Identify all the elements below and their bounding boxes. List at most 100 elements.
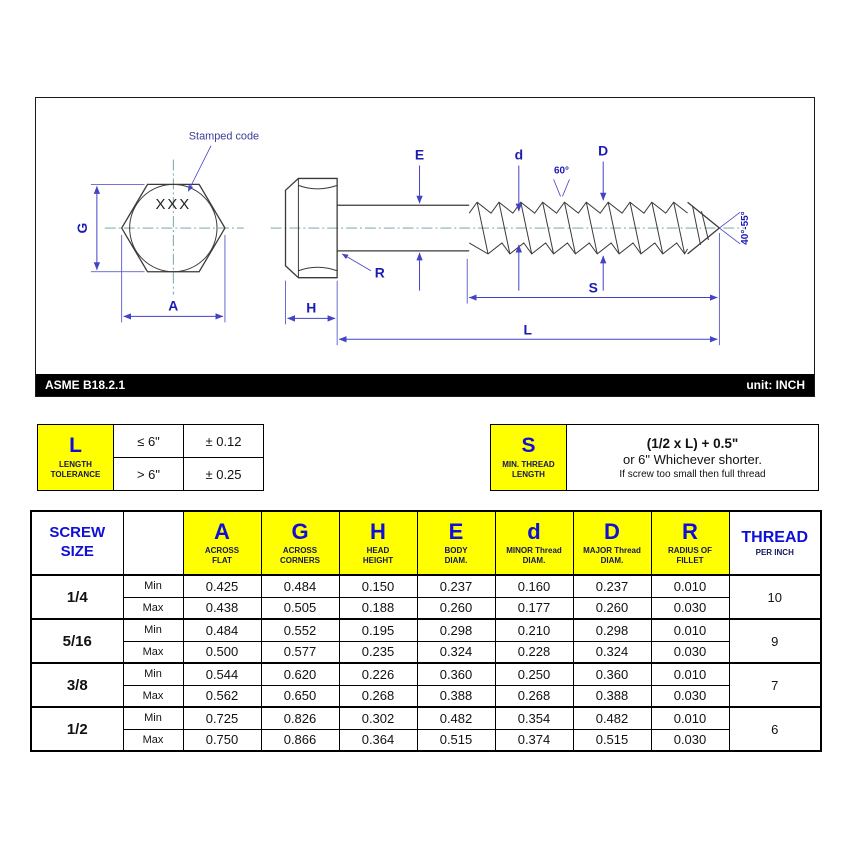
screw-size-cell: 5/16 <box>30 618 124 664</box>
dim-label-h: H <box>306 299 316 315</box>
value-cell: 0.482 <box>572 706 652 730</box>
value-cell: 0.260 <box>416 596 496 620</box>
value-cell: 0.237 <box>572 574 652 598</box>
col-header-minmax <box>122 510 184 576</box>
value-cell: 0.515 <box>572 728 652 752</box>
value-cell: 0.500 <box>182 640 262 664</box>
value-cell: 0.484 <box>260 574 340 598</box>
dim-label-s: S <box>589 280 598 296</box>
thread-angle-label: 60° <box>554 165 569 176</box>
table-row: Max 0.562 0.650 0.268 0.388 0.268 0.388 … <box>31 684 821 708</box>
value-cell: 0.188 <box>338 596 418 620</box>
threads-per-inch-cell: 9 <box>728 618 822 664</box>
value-cell: 0.030 <box>650 640 730 664</box>
r-leader <box>341 253 372 272</box>
min-thread-formula: (1/2 x L) + 0.5" <box>646 435 739 451</box>
value-cell: 0.484 <box>182 618 262 642</box>
point-top <box>687 201 720 229</box>
symbol-s: S <box>521 434 536 457</box>
value-cell: 0.364 <box>338 728 418 752</box>
hex-inscribed-circle <box>129 183 218 273</box>
value-cell: 0.030 <box>650 728 730 752</box>
value-cell: 0.250 <box>494 662 574 686</box>
value-cell: 0.160 <box>494 574 574 598</box>
value-cell: 0.150 <box>338 574 418 598</box>
technical-drawing-panel: XXX Stamped code G A <box>35 97 815 397</box>
tolerance-label-1: LENGTH <box>59 460 92 469</box>
dim-label-a: A <box>168 297 178 313</box>
value-cell: 0.010 <box>650 706 730 730</box>
head-chamfer-top <box>298 184 338 190</box>
min-thread-rule-cell: (1/2 x L) + 0.5" or 6" Whichever shorter… <box>566 424 819 491</box>
value-cell: 0.388 <box>572 684 652 708</box>
value-cell: 0.302 <box>338 706 418 730</box>
value-cell: 0.620 <box>260 662 340 686</box>
tolerance-condition: > 6" <box>113 457 184 491</box>
symbol-l: L <box>69 434 82 457</box>
head-chamfer-bottom <box>298 266 338 272</box>
standard-number: ASME B18.2.1 <box>45 378 126 392</box>
max-label: Max <box>122 640 184 664</box>
dim-label-g: G <box>74 223 90 234</box>
dim-label-d-major: D <box>598 143 608 159</box>
value-cell: 0.425 <box>182 574 262 598</box>
max-label: Max <box>122 728 184 752</box>
value-cell: 0.260 <box>572 596 652 620</box>
value-cell: 0.374 <box>494 728 574 752</box>
point-angle-label: 40°-55° <box>740 211 751 244</box>
table-row: 5/16 Min 0.484 0.552 0.195 0.298 0.210 0… <box>30 618 822 664</box>
threads-per-inch-cell: 6 <box>728 706 822 752</box>
value-cell: 0.544 <box>182 662 262 686</box>
screw-size-cell: 1/4 <box>30 574 124 620</box>
stamped-code-text: XXX <box>155 197 191 213</box>
point-thread-1 <box>692 206 701 246</box>
value-cell: 0.562 <box>182 684 262 708</box>
point-bottom <box>687 227 720 255</box>
value-cell: 0.826 <box>260 706 340 730</box>
table-row: Max 0.438 0.505 0.188 0.260 0.177 0.260 … <box>31 596 821 620</box>
value-cell: 0.235 <box>338 640 418 664</box>
table-row: Max 0.750 0.866 0.364 0.515 0.374 0.515 … <box>31 728 821 752</box>
value-cell: 0.226 <box>338 662 418 686</box>
dim-label-e: E <box>415 147 424 163</box>
value-cell: 0.177 <box>494 596 574 620</box>
max-label: Max <box>122 684 184 708</box>
value-cell: 0.010 <box>650 574 730 598</box>
tolerance-value: ± 0.25 <box>183 457 264 491</box>
point-thread-2 <box>701 211 709 241</box>
value-cell: 0.298 <box>572 618 652 642</box>
lag-screw-drawing: XXX Stamped code G A <box>74 131 751 346</box>
value-cell: 0.750 <box>182 728 262 752</box>
length-tolerance-table: L LENGTH TOLERANCE ≤ 6" ± 0.12 > 6" ± 0.… <box>37 424 264 491</box>
min-label: Min <box>122 662 184 686</box>
screw-size-cell: 3/8 <box>30 662 124 708</box>
min-label: Min <box>122 618 184 642</box>
value-cell: 0.650 <box>260 684 340 708</box>
thread-angle-right <box>562 179 570 197</box>
value-cell: 0.515 <box>416 728 496 752</box>
tolerance-condition: ≤ 6" <box>113 424 184 458</box>
value-cell: 0.010 <box>650 662 730 686</box>
value-cell: 0.030 <box>650 596 730 620</box>
threads-per-inch-cell: 10 <box>728 574 822 620</box>
dim-label-r: R <box>375 265 385 281</box>
value-cell: 0.030 <box>650 684 730 708</box>
stamped-code-label: Stamped code <box>189 131 259 143</box>
col-header-thread: THREAD PER INCH <box>728 510 822 576</box>
col-header-screw-size: SCREW SIZE <box>30 510 124 576</box>
value-cell: 0.505 <box>260 596 340 620</box>
value-cell: 0.195 <box>338 618 418 642</box>
value-cell: 0.866 <box>260 728 340 752</box>
value-cell: 0.237 <box>416 574 496 598</box>
screw-size-cell: 1/2 <box>30 706 124 752</box>
point-angle-lower <box>719 227 741 245</box>
